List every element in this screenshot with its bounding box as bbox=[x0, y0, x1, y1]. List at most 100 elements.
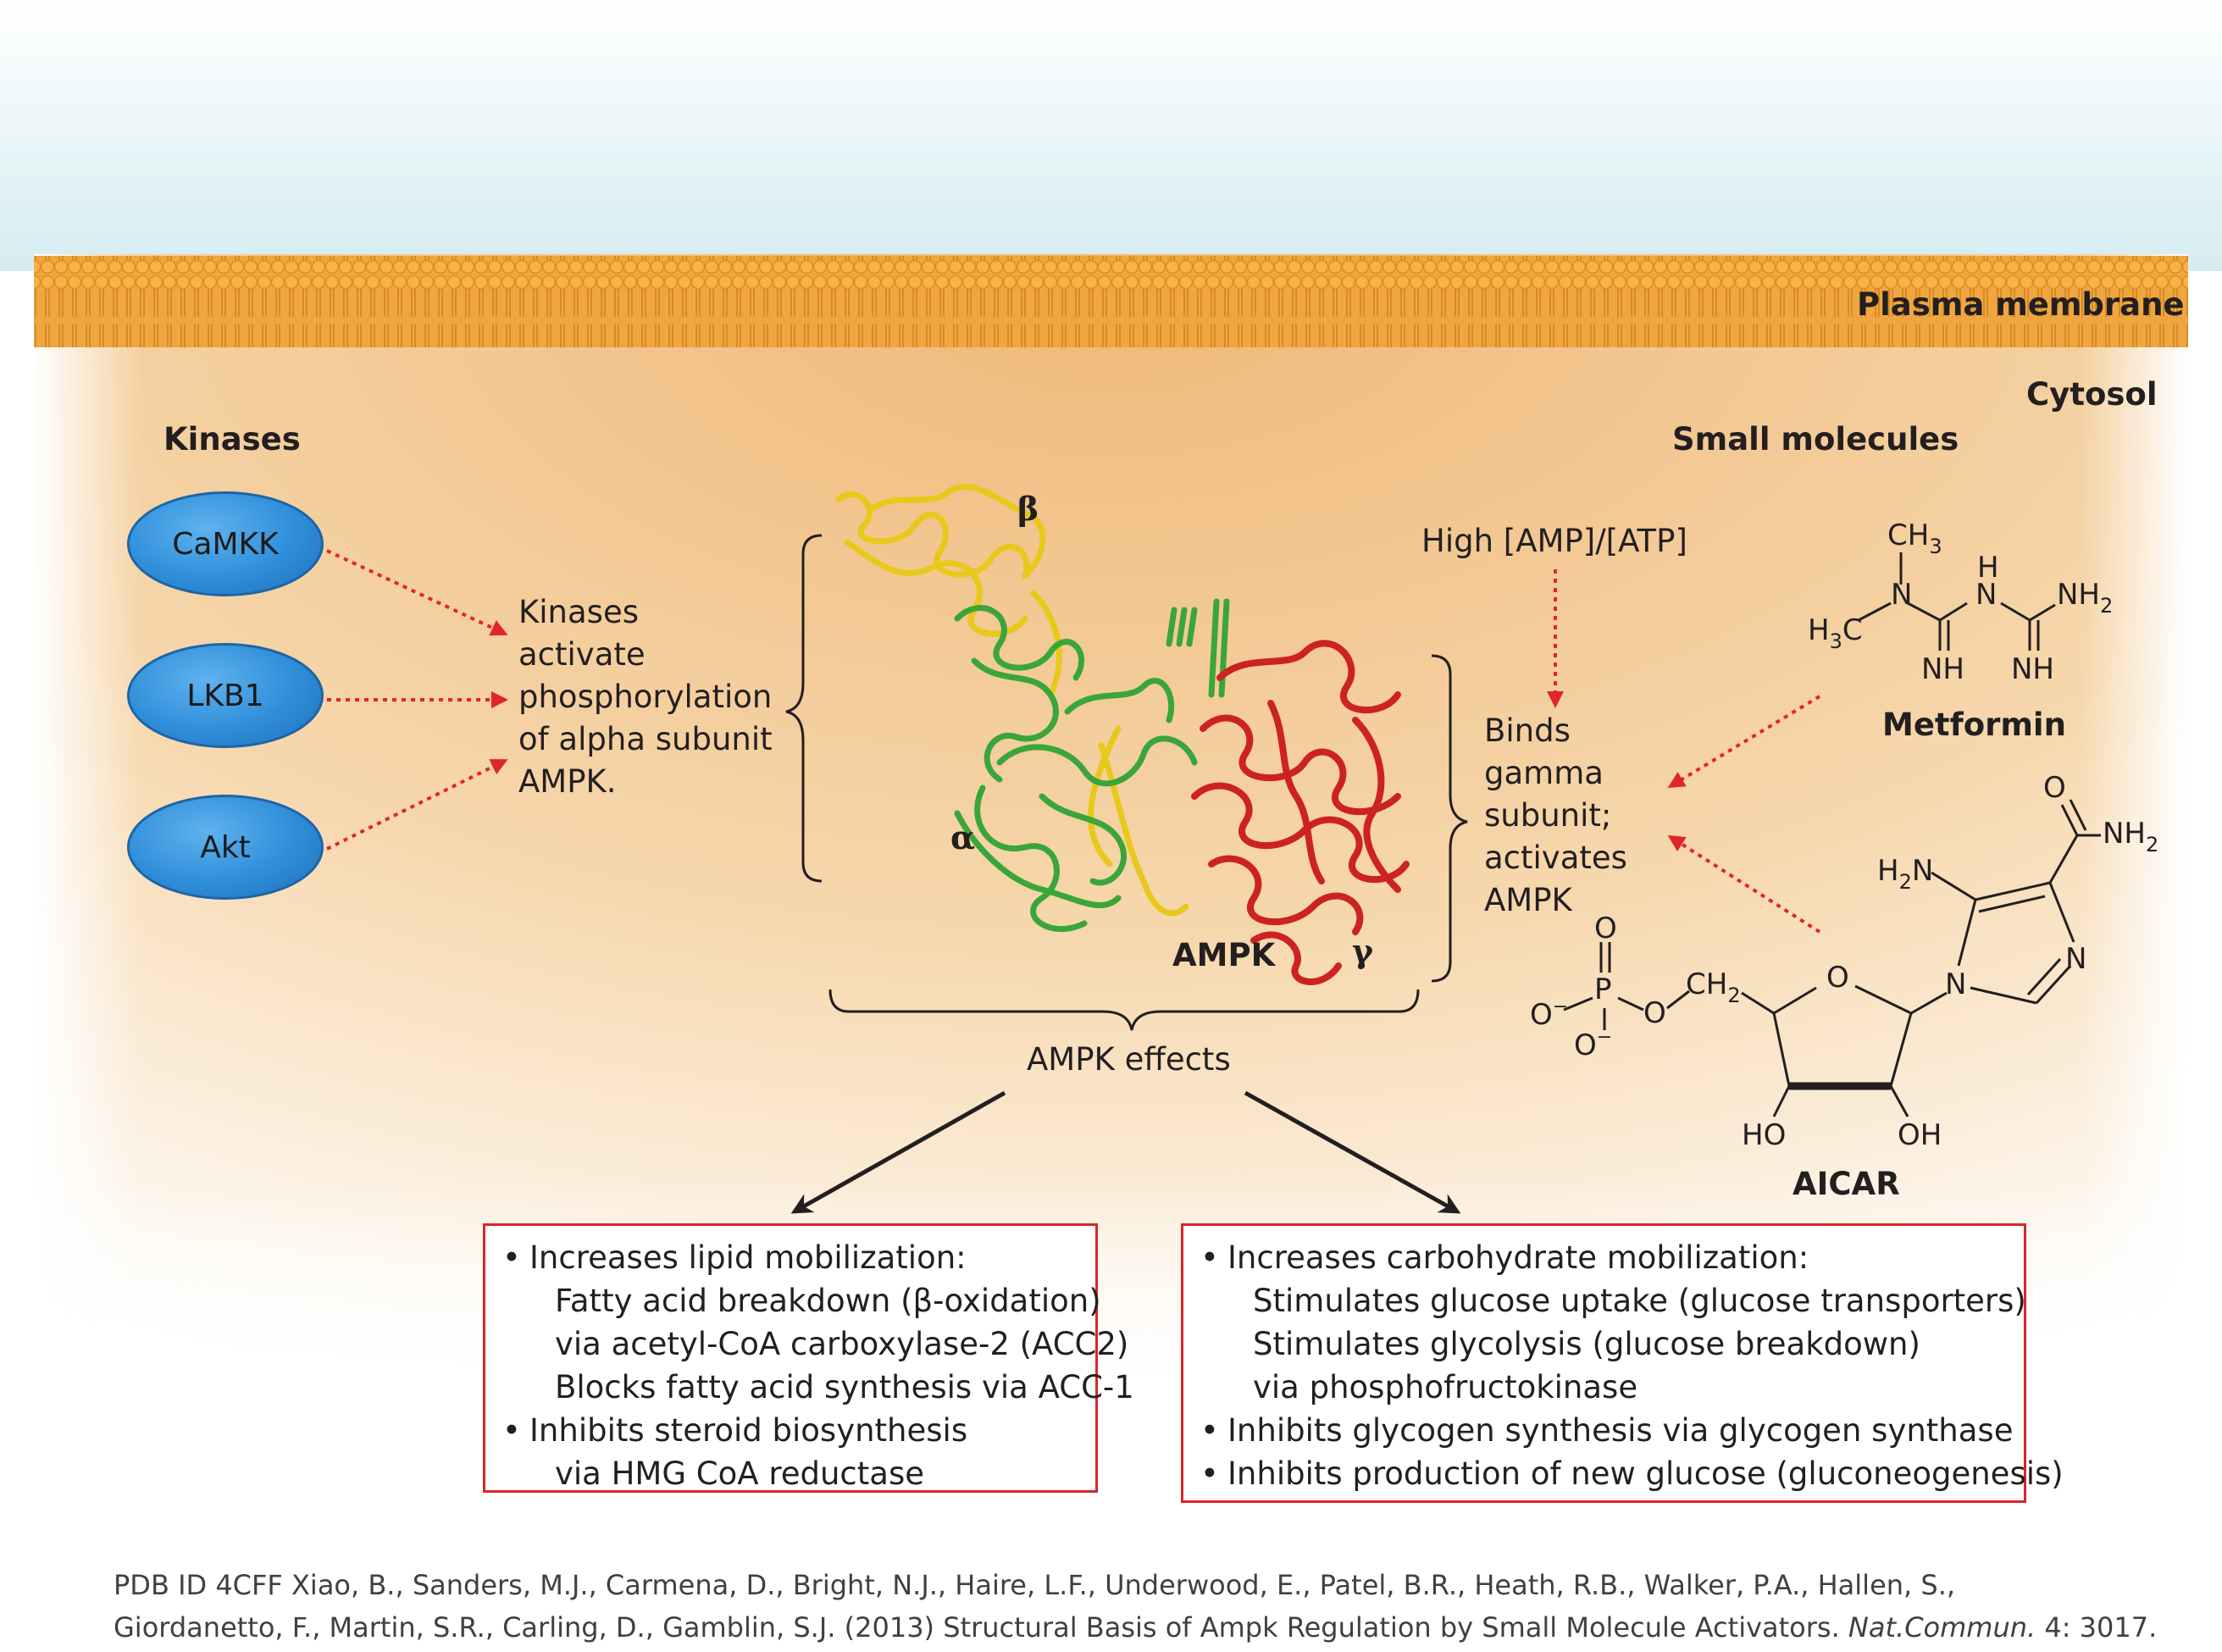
arrow-to-carb bbox=[1244, 1090, 1461, 1214]
bullet: • bbox=[1200, 1455, 1219, 1492]
aicar-nh2-right: NH2 bbox=[2103, 817, 2158, 856]
effect-text: Increases carbohydrate mobilization: bbox=[1227, 1239, 1809, 1276]
aicar-o-minus-left: O− bbox=[1530, 996, 1569, 1032]
atom-label: NH bbox=[2103, 817, 2146, 851]
atom-label: H bbox=[1808, 613, 1830, 647]
brace-left bbox=[785, 534, 823, 883]
aicar-structure bbox=[1563, 799, 2101, 1117]
atom-label: C bbox=[1842, 613, 1863, 647]
kinase-label: LKB1 bbox=[186, 678, 264, 713]
effect-text: Inhibits glycogen synthesis via glycogen… bbox=[1227, 1412, 2014, 1449]
bullet: • bbox=[502, 1412, 521, 1449]
citation-line-2: Giordanetto, F., Martin, S.R., Carling, … bbox=[114, 1606, 2157, 1649]
atom-label: O bbox=[1574, 1028, 1597, 1062]
effect-line: via acetyl-CoA carboxylase-2 (ACC2) bbox=[555, 1326, 1129, 1362]
arrow-metformin bbox=[1667, 695, 1821, 789]
metformin-n2: N bbox=[1975, 578, 1998, 612]
small-molecules-heading: Small molecules bbox=[1672, 421, 1959, 457]
atom-subscript: 3 bbox=[1929, 535, 1942, 558]
text-line: subunit; bbox=[1484, 797, 1612, 834]
journal-name: Nat.Commun. bbox=[1848, 1611, 2036, 1644]
kinase-lkb1: LKB1 bbox=[127, 643, 324, 748]
effect-line: Blocks fatty acid synthesis via ACC-1 bbox=[555, 1369, 1134, 1405]
effect-text: Inhibits production of new glucose (gluc… bbox=[1227, 1455, 2064, 1492]
lipid-effects-box: •Increases lipid mobilization: Fatty aci… bbox=[483, 1223, 1134, 1493]
atom-label: H bbox=[1877, 854, 1899, 888]
ampk-effects-label: AMPK effects bbox=[1027, 1041, 1231, 1078]
effect-line: via phosphofructokinase bbox=[1253, 1369, 1638, 1405]
aicar-label: AICAR bbox=[1793, 1166, 1900, 1202]
effect-line: •Inhibits glycogen synthesis via glycoge… bbox=[1200, 1409, 2013, 1452]
effect-line: Stimulates glucose uptake (glucose trans… bbox=[1253, 1283, 2026, 1319]
atom-subscript: 2 bbox=[1727, 984, 1741, 1007]
aicar-h2n: H2N bbox=[1877, 854, 1934, 894]
carbohydrate-effects-box: •Increases carbohydrate mobilization: St… bbox=[1181, 1223, 2064, 1503]
ampk-label: AMPK bbox=[1172, 937, 1276, 973]
effect-line: via HMG CoA reductase bbox=[555, 1455, 924, 1492]
effect-line: •Increases carbohydrate mobilization: bbox=[1200, 1236, 2007, 1279]
metformin-nh-a: NH bbox=[1921, 652, 1964, 686]
text-line: AMPK. bbox=[518, 763, 617, 800]
text-line: Binds bbox=[1484, 712, 1571, 749]
arrow-akt bbox=[326, 759, 508, 851]
kinase-label: CaMKK bbox=[172, 526, 279, 562]
atom-label: CH bbox=[1686, 967, 1728, 1001]
atom-label: N bbox=[1911, 854, 1934, 888]
atom-subscript: 2 bbox=[1898, 870, 1912, 894]
metformin-nh-b: NH bbox=[2011, 652, 2054, 686]
kinase-camkk: CaMKK bbox=[127, 491, 324, 596]
arrow-aicar bbox=[1667, 834, 1821, 934]
atom-subscript: 2 bbox=[2146, 833, 2159, 856]
text-line: Kinases bbox=[518, 594, 639, 630]
binds-gamma-text: Binds gamma subunit; activates AMPK bbox=[1484, 710, 1627, 922]
kinase-label: Akt bbox=[200, 829, 251, 865]
gamma-subunit-ribbon bbox=[1191, 640, 1410, 985]
effect-line: Stimulates glycolysis (glucose breakdown… bbox=[1253, 1326, 1920, 1362]
amp-atp-ratio-label: High [AMP]/[ATP] bbox=[1421, 523, 1687, 559]
bullet: • bbox=[1200, 1412, 1219, 1449]
metformin-n1: N bbox=[1891, 578, 1913, 612]
metformin-h3c: H3C bbox=[1808, 613, 1863, 653]
beta-subunit-ribbon bbox=[835, 484, 1189, 917]
metformin-nh2: NH2 bbox=[2057, 578, 2113, 618]
effect-line: •Increases lipid mobilization: bbox=[502, 1236, 1078, 1279]
arrow-camkk bbox=[326, 549, 508, 636]
effect-text: Increases lipid mobilization: bbox=[529, 1239, 967, 1276]
bullet: • bbox=[1200, 1239, 1219, 1276]
gamma-subunit-label: γ bbox=[1352, 932, 1374, 970]
aicar-o-double: O bbox=[1594, 912, 1617, 945]
atom-label: O bbox=[1530, 998, 1553, 1032]
aicar-n-right: N bbox=[2065, 942, 2087, 976]
kinase-akt: Akt bbox=[127, 795, 324, 900]
arrow-to-lipid bbox=[790, 1090, 1006, 1214]
citation-volume: 4: 3017. bbox=[2044, 1611, 2158, 1644]
atom-subscript: 3 bbox=[1829, 629, 1842, 653]
effect-line: Fatty acid breakdown (β-oxidation) bbox=[555, 1283, 1101, 1319]
atom-label: NH bbox=[2057, 578, 2100, 612]
aicar-phosphorus: P bbox=[1594, 973, 1612, 1006]
effect-text: Inhibits steroid biosynthesis bbox=[529, 1412, 968, 1449]
beta-subunit-label: β bbox=[1017, 490, 1039, 528]
aicar-o-minus-bottom: O− bbox=[1574, 1027, 1613, 1062]
text-line: activates bbox=[1484, 840, 1627, 876]
brace-right bbox=[1431, 654, 1468, 983]
text-line: of alpha subunit bbox=[518, 721, 773, 757]
alpha-subunit-ribbon bbox=[954, 598, 1230, 933]
cytosol-label: Cytosol bbox=[2026, 376, 2158, 413]
text-line: activate bbox=[518, 636, 646, 673]
text-line: gamma bbox=[1484, 755, 1604, 791]
charge-label: − bbox=[1596, 1027, 1613, 1048]
citation: PDB ID 4CFF Xiao, B., Sanders, M.J., Car… bbox=[114, 1564, 2157, 1649]
plasma-membrane-label: Plasma membrane bbox=[1857, 286, 2185, 323]
charge-label: − bbox=[1552, 996, 1569, 1017]
text-line: AMPK bbox=[1484, 882, 1572, 918]
effect-line: •Inhibits production of new glucose (glu… bbox=[1200, 1452, 2064, 1495]
kinase-effect-text: Kinases activate phosphorylation of alph… bbox=[518, 591, 773, 803]
kinases-heading: Kinases bbox=[163, 421, 301, 457]
brace-bottom bbox=[828, 989, 1420, 1031]
aicar-o-link: O bbox=[1643, 996, 1666, 1030]
effect-line: •Inhibits steroid biosynthesis bbox=[502, 1409, 1078, 1452]
aicar-ch2: CH2 bbox=[1686, 967, 1741, 1007]
